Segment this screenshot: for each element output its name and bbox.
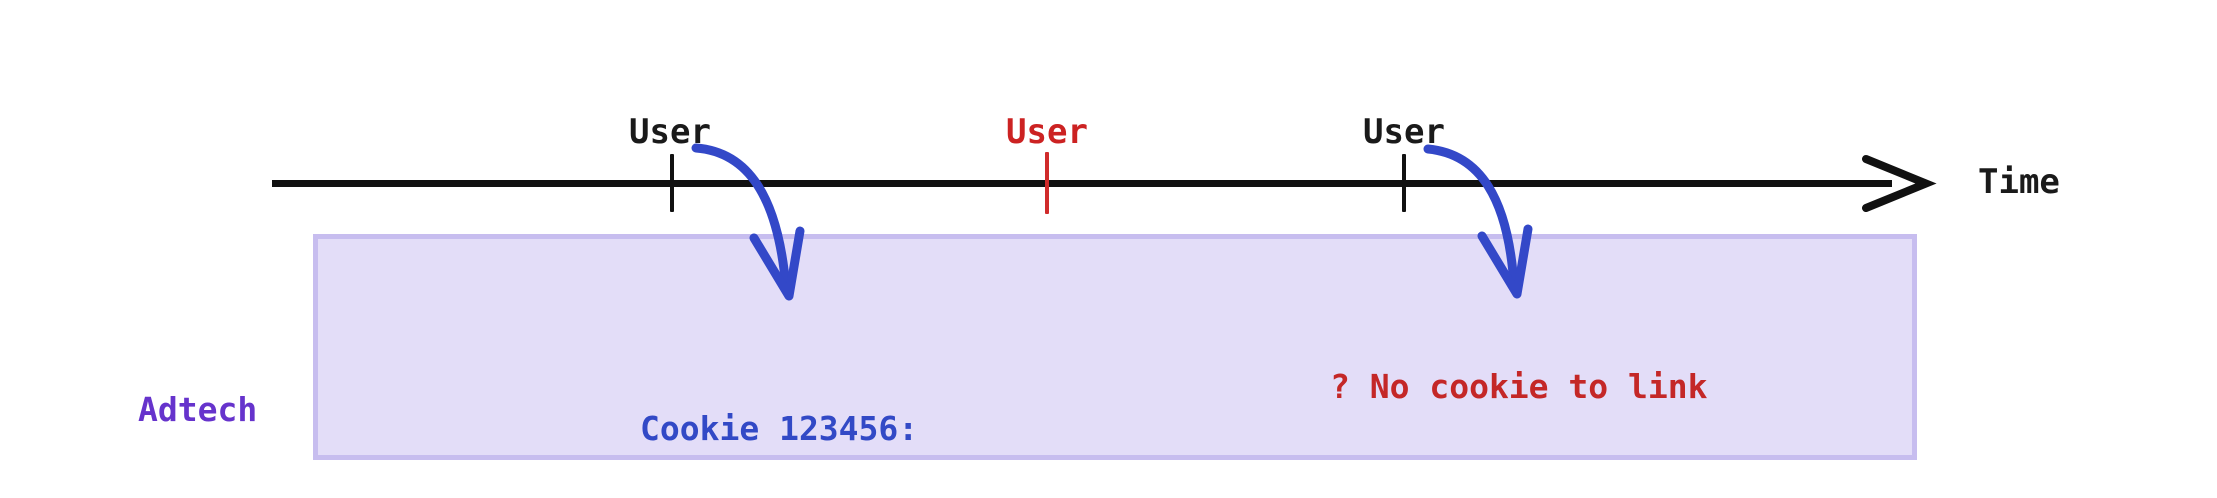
conversion-failure-text: ? No cookie to link this conversion to ⇒… [1330, 274, 1708, 498]
cookie-event-line1: Cookie 123456: [640, 409, 919, 449]
adtech-server-box [313, 234, 1917, 460]
axis-label-time: Time [1978, 162, 2060, 202]
event-label-conversion-line1: User [1363, 112, 1445, 153]
conversion-failure-line1: ? No cookie to link [1330, 367, 1708, 407]
timeline-tick-clear-data [1045, 152, 1049, 214]
event-label-clear-data-line1: User [1006, 112, 1088, 153]
timeline-tick-ad-click [670, 154, 674, 212]
cookie-event-text: Cookie 123456: Ad clicked [640, 316, 918, 498]
adtech-server-label-line1: Adtech [138, 389, 258, 429]
timeline-axis [272, 180, 1892, 187]
adtech-server-label: Adtech server [138, 300, 308, 498]
event-label-ad-click-line1: User [629, 112, 711, 153]
timeline-tick-conversion [1402, 154, 1406, 212]
